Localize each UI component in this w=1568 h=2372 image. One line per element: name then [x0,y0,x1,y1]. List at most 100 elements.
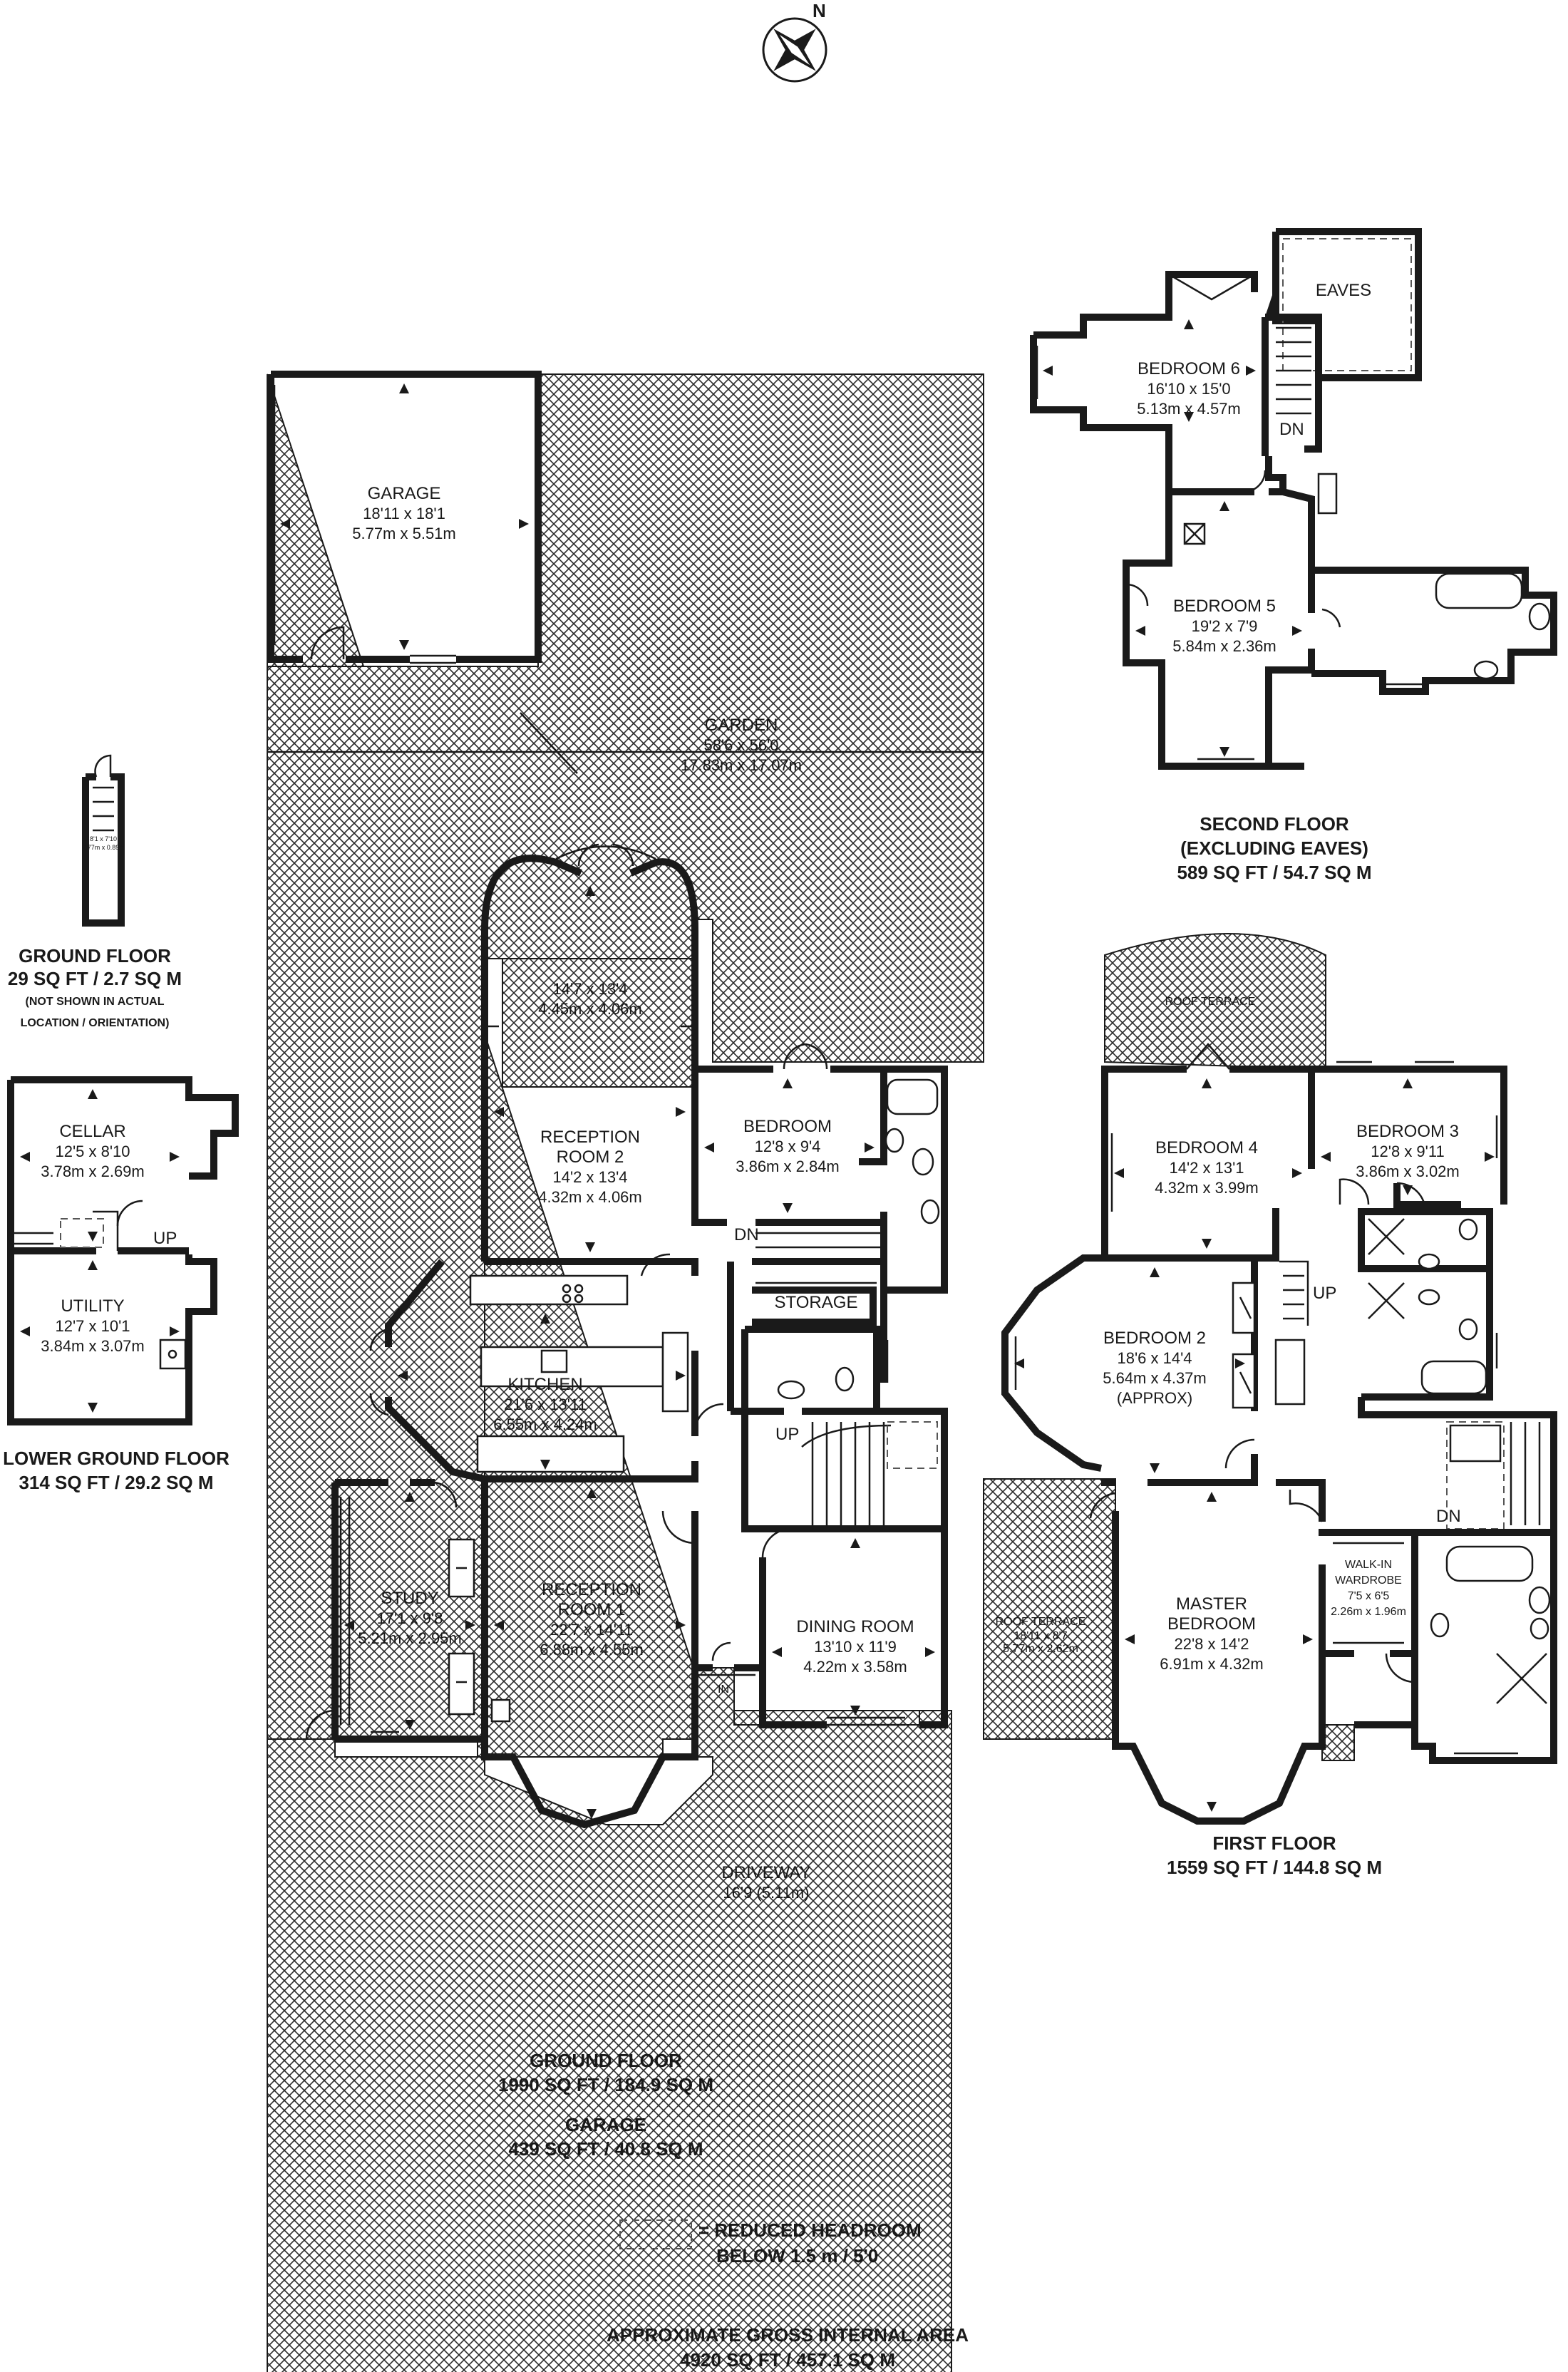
dimension-arrow-icon [399,640,409,650]
dimension-arrow-icon [1114,1168,1124,1178]
dimension-arrow-icon [1303,1634,1313,1644]
kitchen-imperial: 21'6 x 13'11 [504,1396,587,1413]
study-metric: 5.21m x 2.95m [358,1629,462,1647]
bedroom-6-label: BEDROOM 6 [1138,359,1240,378]
reception-2-walls [481,855,698,1262]
master-bedroom-label-line2: BEDROOM [1167,1614,1256,1634]
gf-store-note-line1: (NOT SHOWN IN ACTUAL [26,996,165,1008]
reception-2-label-line2: ROOM 2 [557,1148,624,1167]
dimension-arrow-icon [772,1647,782,1657]
bedroom-4-imperial: 14'2 x 13'1 [1169,1159,1244,1177]
storage-label: STORAGE [775,1293,858,1312]
utility-imperial: 12'7 x 10'1 [55,1317,130,1335]
bedroom-3-imperial: 12'8 x 9'11 [1371,1143,1444,1160]
dimension-arrow-icon [280,519,290,529]
dimension-arrow-icon [88,1403,98,1413]
roof-terrace-left-area [983,1478,1116,1740]
bedroom-6-metric: 5.13m x 4.57m [1137,400,1241,418]
legend-swatch [619,2219,692,2249]
roof-terrace-top-area [1104,933,1326,1071]
dimension-arrow-icon [850,1538,860,1548]
bedroom-4-walls [1101,1066,1315,1258]
master-bedroom-label-line1: MASTER [1176,1594,1247,1614]
master-bedroom-metric: 6.91m x 4.32m [1160,1655,1264,1673]
dimension-arrow-icon [405,1492,415,1502]
compass-north-label: N [813,0,826,21]
dimension-arrow-icon [783,1203,793,1213]
gf-store-area: 29 SQ FT / 2.7 SQ M [8,968,182,989]
driveway-label: DRIVEWAY [721,1863,810,1882]
walk-in-wardrobe-imperial: 7'5 x 6'5 [1348,1590,1390,1602]
second-floor-area: 589 SQ FT / 54.7 SQ M [1177,862,1371,883]
dimension-arrow-icon [704,1143,714,1153]
bedroom-gf-label: BEDROOM [743,1117,832,1136]
bedroom-2-label: BEDROOM 2 [1103,1329,1206,1348]
dimension-arrow-icon [587,1488,597,1498]
dimension-arrow-icon [1292,1168,1302,1178]
reception-2-metric: 4.32m x 4.06m [538,1188,642,1206]
second-floor-bath-walls [1311,567,1557,695]
garage-metric: 5.77m x 5.51m [352,525,456,542]
dimension-arrow-icon [170,1326,180,1336]
roof-terrace-top-label: ROOF TERRACE [1165,996,1256,1008]
driveway-imperial: 16'9 (5.11m) [723,1884,809,1902]
dimension-arrow-icon [494,1620,504,1630]
dimension-arrow-icon [1219,501,1229,511]
stairs-up-label-gf: UP [775,1425,799,1444]
roof-terrace-left-metric: 5.77m x 2.62m [1003,1643,1078,1655]
dimension-arrow-icon [398,1371,408,1381]
lower-ground-title: LOWER GROUND FLOOR [3,1448,229,1469]
reception-1-label-line1: RECEPTION [542,1580,641,1599]
bedroom-5-walls [1123,488,1315,770]
reception-2-label-line1: RECEPTION [540,1128,640,1147]
dimension-arrow-icon [850,1706,860,1716]
dimension-arrow-icon [925,1647,935,1657]
compass-icon [762,17,827,83]
bedroom-gf-metric: 3.86m x 2.84m [736,1157,840,1175]
dimension-arrow-icon [1403,1185,1413,1195]
bedroom-6-imperial: 16'10 x 15'0 [1147,380,1230,398]
master-ensuite-walls [1354,1529,1557,1764]
dimension-arrow-icon [170,1152,180,1162]
dimension-arrow-icon [1403,1078,1413,1088]
dining-room-metric: 4.22m x 3.58m [803,1658,907,1676]
conservatory-metric: 4.45m x 4.06m [538,1000,642,1018]
dimension-arrow-icon [1202,1078,1212,1088]
stairs-down-label-gf: DN [734,1225,759,1244]
walk-in-wardrobe-walls [1322,1529,1418,1657]
store-metric: 2.77m x 0.89m [82,844,125,851]
kitchen-walls [385,1258,698,1482]
master-bedroom-imperial: 22'8 x 14'2 [1174,1635,1249,1653]
legend-line1: = REDUCED HEADROOM [698,2219,922,2241]
bedroom-2-imperial: 18'6 x 14'4 [1117,1349,1192,1367]
bedroom-4-metric: 4.32m x 3.99m [1155,1179,1259,1197]
study-label: STUDY [381,1589,438,1608]
eaves-label: EAVES [1316,281,1371,300]
dimension-arrow-icon [399,383,409,393]
dimension-arrow-icon [1043,366,1053,376]
dimension-arrow-icon [1321,1152,1331,1162]
gf-store-note-line2: LOCATION / ORIENTATION) [21,1017,170,1029]
bedroom-3-label: BEDROOM 3 [1356,1122,1459,1141]
storage-walls [752,1286,877,1326]
dimension-arrow-icon [1202,1239,1212,1249]
dimension-arrow-icon [585,1242,595,1252]
utility-metric: 3.84m x 3.07m [41,1337,145,1355]
balcony-area [1321,1724,1355,1761]
dimension-arrow-icon [519,519,529,529]
garage-floor-area: 439 SQ FT / 40.8 SQ M [508,2138,703,2160]
cellar-imperial: 12'5 x 8'10 [55,1143,130,1160]
dimension-arrow-icon [1014,1358,1024,1368]
dimension-arrow-icon [465,1620,475,1630]
dimension-arrow-icon [676,1371,686,1381]
cellar-metric: 3.78m x 2.69m [41,1162,145,1180]
stairs-down-label-2f: DN [1279,420,1304,439]
dimension-arrow-icon [405,1720,415,1730]
bedroom-5-imperial: 19'2 x 7'9 [1192,617,1258,635]
dimension-arrow-icon [1184,412,1194,422]
gf-store-title: GROUND FLOOR [19,945,171,966]
entrance-label: IN [718,1683,729,1696]
dimension-arrow-icon [1207,1802,1217,1812]
dimension-arrow-icon [540,1314,550,1324]
